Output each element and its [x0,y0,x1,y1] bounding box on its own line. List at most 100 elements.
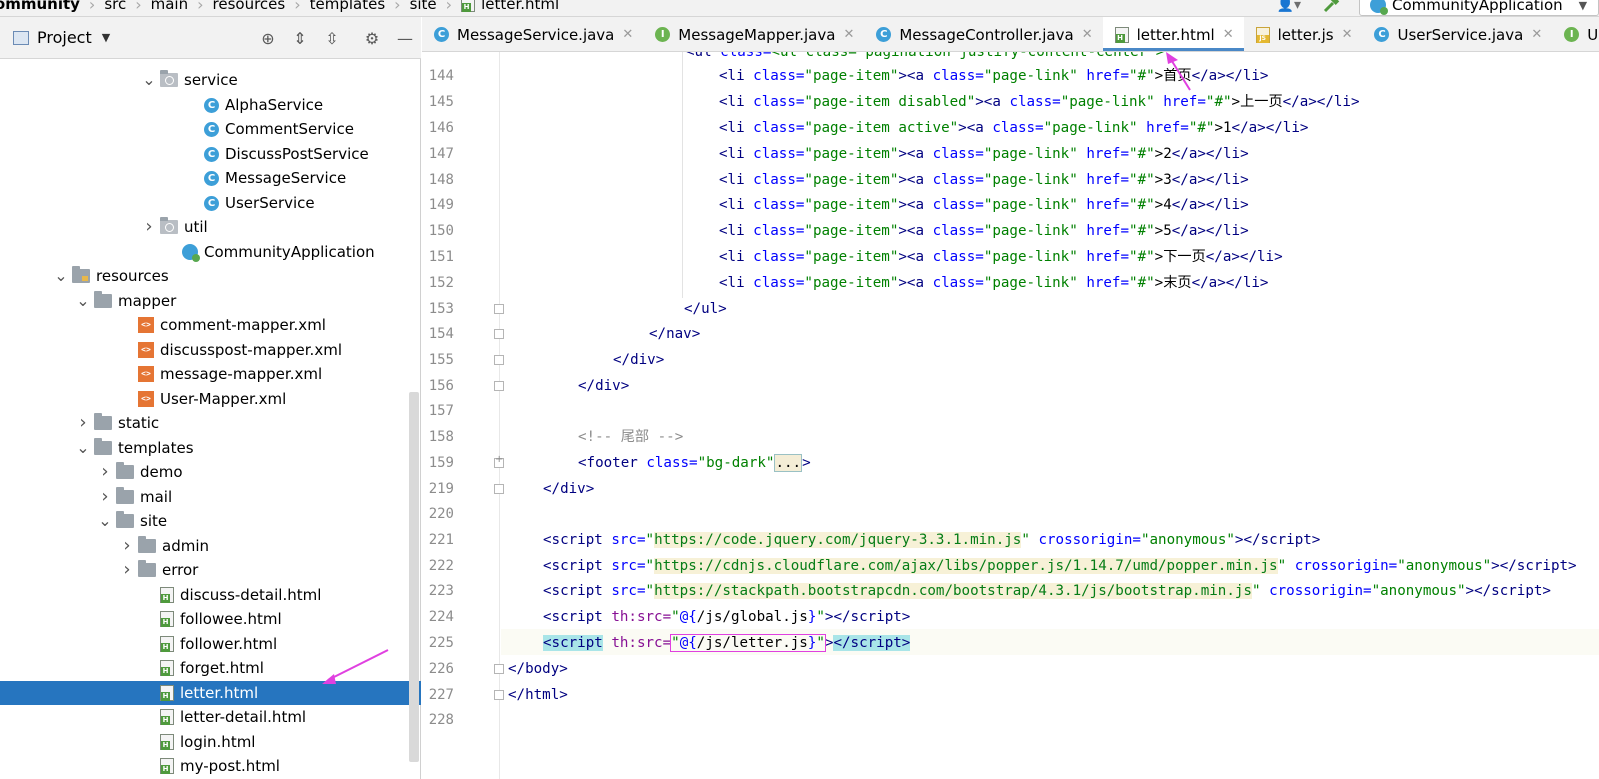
tree-item-label: demo [140,463,183,481]
toolbar-right: 👤▾ CommunityApplication ▼ [1277,0,1599,16]
chevron-down-icon[interactable]: ⌄ [76,291,90,310]
chevron-down-icon[interactable]: ▼ [101,31,111,44]
close-icon[interactable]: ✕ [1081,27,1093,42]
js-file-icon [1255,26,1270,43]
hide-icon[interactable]: — [397,28,413,48]
chevron-right-icon[interactable]: › [79,412,87,433]
collapse-fold-icon[interactable] [494,381,504,391]
tree-item-discusspost-mapper-xml[interactable]: <>discusspost-mapper.xml [0,338,421,362]
java-class-icon: C [876,27,892,42]
tree-item-service[interactable]: ⌄service [0,68,421,92]
tree-item-follower-html[interactable]: follower.html [0,632,421,656]
chevron-right-icon[interactable]: › [145,216,153,237]
tree-item-admin[interactable]: › admin [0,534,421,558]
tree-item-message-mapper-xml[interactable]: <>message-mapper.xml [0,362,421,386]
tab-label: letter.html [1136,25,1215,44]
breadcrumb-item-templates[interactable]: templates [309,0,386,13]
tree-item-login-html[interactable]: login.html [0,730,421,754]
line-number: 227 [428,687,454,703]
tree-item-my-post-html[interactable]: my-post.html [0,754,421,778]
tree-item-demo[interactable]: › demo [0,460,421,484]
chevron-right-icon[interactable]: › [101,461,109,482]
expand-fold-icon[interactable] [494,454,504,468]
breadcrumb-separator-icon: › [445,0,453,14]
tree-item-templates[interactable]: ⌄templates [0,436,421,460]
line-number: 158 [428,429,454,445]
tree-item-util[interactable]: ›util [0,215,421,239]
tree-item-resources[interactable]: ⌄resources [0,264,421,288]
tree-item-comment-mapper-xml[interactable]: <>comment-mapper.xml [0,313,421,337]
breadcrumb-item-src[interactable]: src [104,0,127,13]
expand-all-icon[interactable]: ⇕ [293,28,307,48]
tree-item-site[interactable]: ⌄site [0,509,421,533]
tree-item-letter-detail-html[interactable]: letter-detail.html [0,705,421,729]
tree-item-forget-html[interactable]: forget.html [0,656,421,680]
tree-item-followee-html[interactable]: followee.html [0,607,421,631]
line-number: 151 [428,249,454,265]
tree-item-user-mapper-xml[interactable]: <>User-Mapper.xml [0,387,421,411]
tree-item-static[interactable]: › static [0,411,421,435]
run-configuration-select[interactable]: CommunityApplication ▼ [1359,0,1599,16]
line-number: 219 [428,481,454,497]
chevron-right-icon[interactable]: › [101,486,109,507]
hammer-icon[interactable] [1321,0,1341,15]
tree-item-mapper[interactable]: ⌄mapper [0,289,421,313]
tab-userserviceimpl-java[interactable]: IUserServiceImpl.java✕ [1552,17,1599,51]
collapse-fold-icon[interactable] [494,484,504,494]
breadcrumb-separator-icon: › [88,0,96,14]
chevron-down-icon[interactable]: ⌄ [142,70,156,89]
line-number: 222 [428,558,454,574]
close-icon[interactable]: ✕ [622,27,634,42]
line-number: 157 [428,403,454,419]
locate-icon[interactable]: ⊕ [261,28,275,48]
package-icon [160,70,178,87]
chevron-right-icon[interactable]: › [123,535,131,556]
breadcrumb-item-project[interactable]: community [0,0,80,13]
tree-item-letter-html[interactable]: letter.html [0,681,421,705]
tab-letter-html[interactable]: letter.html ✕ [1102,17,1244,51]
gear-icon[interactable]: ⚙ [364,28,380,48]
tree-item-mail[interactable]: ›mail [0,485,421,509]
breadcrumb-item-file[interactable]: letter.html [481,0,560,13]
tree-item-label: static [118,414,160,432]
line-number: 156 [428,378,454,394]
collapse-fold-icon[interactable] [494,355,504,365]
tree-item-error[interactable]: ›error [0,558,421,582]
chevron-down-icon[interactable]: ⌄ [76,438,90,457]
breadcrumb-item-site[interactable]: site [409,0,437,13]
tree-item-discuss-detail-html[interactable]: discuss-detail.html [0,583,421,607]
tab-letter-js[interactable]: letter.js✕ [1244,17,1363,51]
project-header: Project ▼ ⊕ ⇕ ⇳ ⚙ — [0,17,421,59]
scrollbar[interactable] [409,392,419,762]
collapse-fold-icon[interactable] [494,304,504,314]
collapse-all-icon[interactable]: ⇳ [325,28,339,48]
close-icon[interactable]: ✕ [1531,27,1543,42]
close-icon[interactable]: ✕ [1341,27,1353,42]
close-icon[interactable]: ✕ [1222,27,1234,42]
collapse-fold-icon[interactable] [494,664,504,674]
tree-item-communityapplication[interactable]: CommunityApplication [0,240,421,264]
project-title[interactable]: Project [37,28,92,47]
user-icon[interactable]: 👤▾ [1276,0,1301,13]
chevron-right-icon[interactable]: › [123,559,131,580]
breadcrumb-item-resources[interactable]: resources [212,0,286,13]
chevron-down-icon[interactable]: ⌄ [54,266,68,285]
close-icon[interactable]: ✕ [843,27,855,42]
collapse-fold-icon[interactable] [494,690,504,700]
code-line-156: </div> [578,378,630,394]
tree-item-label: admin [162,537,209,555]
breadcrumb-item-main[interactable]: main [150,0,189,13]
chevron-down-icon[interactable]: ⌄ [98,511,112,530]
collapse-fold-icon[interactable] [494,329,504,339]
